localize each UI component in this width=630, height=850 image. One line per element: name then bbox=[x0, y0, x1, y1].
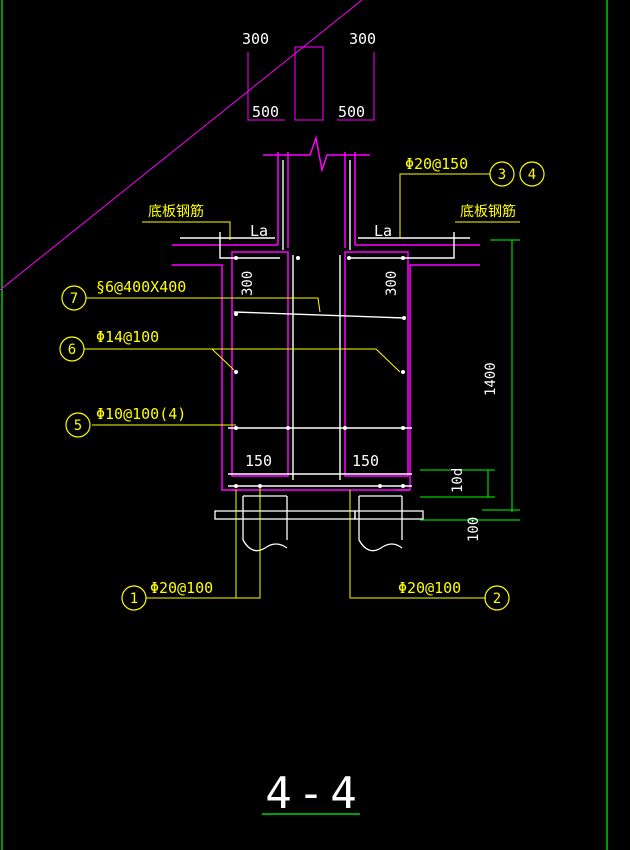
callout-mark-6: 6 bbox=[68, 342, 76, 358]
callout-marks bbox=[59, 161, 545, 611]
column-section-sketches bbox=[247, 46, 375, 121]
callout-mark-1: 1 bbox=[130, 591, 138, 607]
haunch-label-left: 300 bbox=[240, 271, 256, 296]
drawing-frame bbox=[1, 0, 608, 850]
spec-bar-7: §6@400X400 bbox=[96, 278, 186, 296]
bottom-spacing-labels: 150 150 bbox=[245, 452, 379, 470]
dimension-embed: 10d bbox=[450, 468, 466, 493]
leader-lines bbox=[84, 173, 520, 599]
column-section-right-depth: 500 bbox=[338, 103, 365, 121]
spec-bar-1: Φ20@100 bbox=[150, 579, 213, 597]
anchorage-labels: La La bbox=[250, 222, 392, 240]
anchorage-label-left: La bbox=[250, 222, 268, 240]
haunch-label-right: 300 bbox=[384, 271, 400, 296]
section-title: 4-4 bbox=[265, 768, 362, 819]
dimension-cushion: 100 bbox=[466, 517, 482, 542]
callout-mark-5: 5 bbox=[74, 418, 82, 434]
anchorage-label-right: La bbox=[374, 222, 392, 240]
bottom-spacing-right: 150 bbox=[352, 452, 379, 470]
callout-mark-7: 7 bbox=[70, 291, 78, 307]
spec-bar-3-4: Φ20@150 bbox=[405, 155, 468, 173]
column-section-left-width: 300 bbox=[242, 30, 269, 48]
base-slab-labels: 底板钢筋 底板钢筋 bbox=[148, 203, 516, 220]
rebar-lines bbox=[180, 160, 470, 487]
callout-specs: Φ20@150 §6@400X400 Φ14@100 Φ10@100(4) Φ2… bbox=[96, 155, 468, 597]
column-section-left-depth: 500 bbox=[252, 103, 279, 121]
base-slab-label-right: 底板钢筋 bbox=[460, 203, 516, 220]
callout-mark-4: 4 bbox=[528, 167, 536, 183]
break-diagonal-line bbox=[0, 0, 363, 291]
rebar-dots bbox=[234, 256, 406, 488]
dimension-lines bbox=[420, 239, 520, 521]
dimension-labels: 1400 10d 100 bbox=[450, 362, 499, 542]
spec-bar-2: Φ20@100 bbox=[398, 579, 461, 597]
callout-mark-2: 2 bbox=[493, 591, 501, 607]
base-slab-label-left: 底板钢筋 bbox=[148, 203, 204, 220]
callout-mark-labels: 3 4 7 6 5 1 2 bbox=[68, 167, 536, 607]
column-section-labels: 300 500 300 500 bbox=[242, 30, 376, 121]
bottom-spacing-left: 150 bbox=[245, 452, 272, 470]
footing-outline bbox=[172, 135, 480, 491]
column-section-right-width: 300 bbox=[349, 30, 376, 48]
haunch-labels: 300 300 bbox=[240, 271, 400, 296]
dimension-height: 1400 bbox=[483, 362, 499, 396]
spec-bar-5: Φ10@100(4) bbox=[96, 405, 186, 423]
spec-bar-6: Φ14@100 bbox=[96, 328, 159, 346]
pile-group bbox=[214, 495, 424, 552]
callout-mark-3: 3 bbox=[498, 167, 506, 183]
